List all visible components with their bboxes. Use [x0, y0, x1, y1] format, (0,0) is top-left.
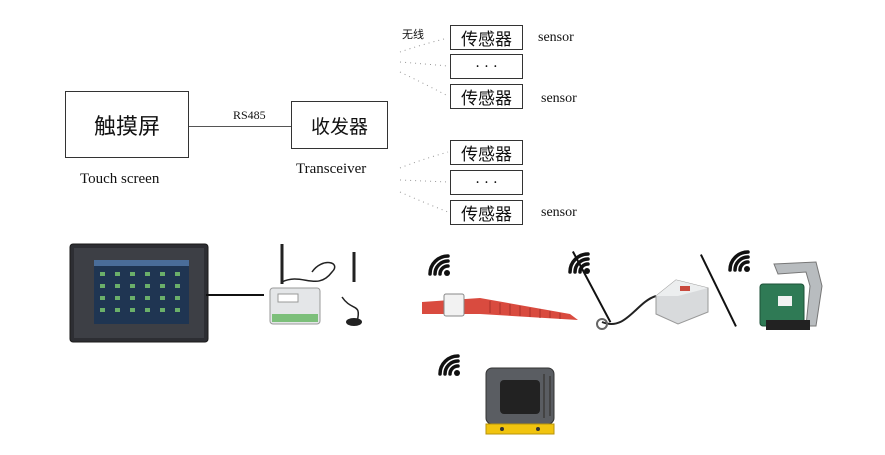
sensor-box-label: 传感器 [461, 145, 512, 165]
sensor-caption-1: sensor [538, 30, 574, 45]
ellipsis-label: · · · [475, 174, 498, 191]
transceiver-box: 收发器 [291, 101, 388, 149]
wifi-icon [438, 354, 460, 376]
probe-sensor-illustration [596, 279, 709, 330]
transceiver-caption: Transceiver [296, 161, 367, 177]
sensor-box-label: 传感器 [461, 89, 512, 109]
clamp-sensor-illustration [759, 261, 823, 330]
wifi-icon [728, 250, 750, 272]
touch-screen-box-label: 触摸屏 [93, 114, 160, 140]
ellipsis-box-2: · · · [450, 170, 523, 195]
strap-sensor-illustration [422, 293, 578, 320]
sensor-caption-2: sensor [541, 91, 577, 106]
current-transformer-illustration [485, 367, 555, 435]
sensor-box-label: 传感器 [461, 30, 512, 50]
sensor-box-2: 传感器 [450, 84, 523, 109]
sensor-box-3: 传感器 [450, 140, 523, 165]
transceiver-box-label: 收发器 [310, 115, 368, 138]
rs485-link-line [189, 126, 291, 127]
wifi-icon [428, 254, 450, 276]
wireless-label: 无线 [402, 29, 424, 41]
touch-screen-caption: Touch screen [80, 171, 160, 187]
touch-screen-box: 触摸屏 [65, 91, 189, 158]
touch-screen-transceiver-cable [206, 294, 264, 296]
sensor-caption-3: sensor [541, 205, 577, 220]
touch-screen-device-illustration [69, 243, 209, 343]
sensor-box-1: 传感器 [450, 25, 523, 50]
ellipsis-box-1: · · · [450, 54, 523, 79]
sensor-box-4: 传感器 [450, 200, 523, 225]
ellipsis-label: · · · [475, 58, 498, 75]
sensor-box-label: 传感器 [461, 205, 512, 225]
transceiver-device-illustration [269, 244, 362, 326]
rs485-label: RS485 [233, 108, 266, 122]
